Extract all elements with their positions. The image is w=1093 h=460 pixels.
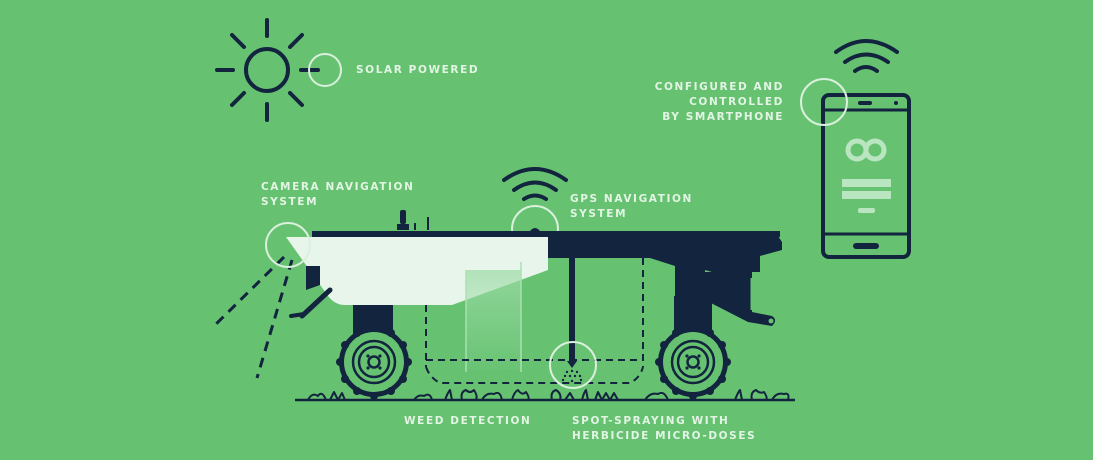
camera-callout-ring <box>265 222 311 268</box>
gps-navigation-label: GPS NAVIGATION SYSTEM <box>570 193 693 220</box>
app-line-1 <box>842 179 891 187</box>
solar-callout-ring <box>308 53 342 87</box>
wheel-icon <box>336 324 412 400</box>
app-button <box>858 208 875 213</box>
weed-detection-label: WEED DETECTION <box>404 415 532 427</box>
smartphone-control-label: CONFIGURED AND CONTROLLED BY SMARTPHONE <box>654 81 784 123</box>
spot-spraying-label: SPOT-SPRAYING WITH HERBICIDE MICRO-DOSES <box>572 415 757 442</box>
wifi-signal-icon <box>502 167 568 201</box>
spray-nozzle-icon <box>561 369 583 383</box>
app-line-2 <box>842 191 891 199</box>
camera-navigation-label: CAMERA NAVIGATION SYSTEM <box>261 181 415 208</box>
wheel-icon <box>655 324 731 400</box>
smartphone-icon <box>821 93 911 259</box>
solar-powered-label: SOLAR POWERED <box>356 64 480 76</box>
spray-callout-ring <box>549 341 597 389</box>
camera-field-of-view <box>210 255 294 379</box>
sun-icon <box>215 18 320 122</box>
ground-with-weeds <box>295 389 795 402</box>
smartphone-callout-ring <box>800 78 848 126</box>
infinity-logo-icon <box>845 138 887 162</box>
treatment-zone-outline <box>425 258 644 384</box>
weed-detection-beam <box>466 270 521 370</box>
wifi-signal-icon <box>834 39 899 73</box>
